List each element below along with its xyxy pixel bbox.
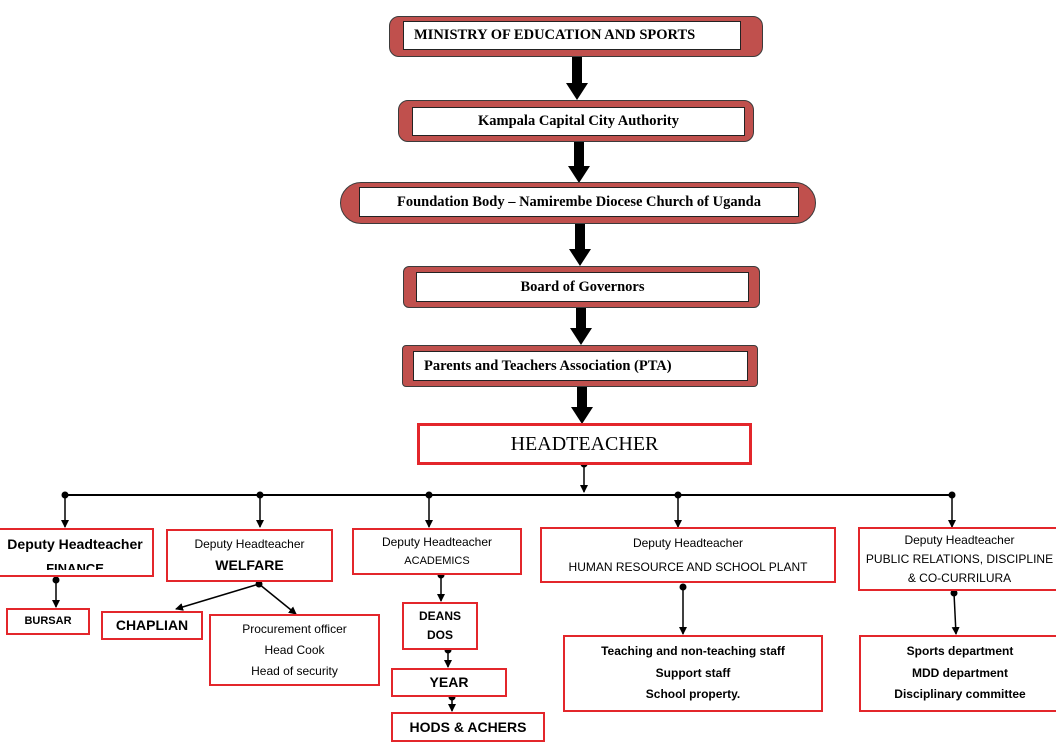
deputy-academics-dept: ACADEMICS	[404, 554, 470, 567]
welfare-staff-cook: Head Cook	[264, 642, 325, 657]
deputy-welfare-title: Deputy Headteacher	[194, 536, 305, 551]
distribution-lines	[52, 464, 960, 712]
ministry-box: MINISTRY OF EDUCATION AND SPORTS	[389, 16, 763, 57]
hr-staff-support: Support staff	[655, 665, 731, 680]
bursar-box: BURSAR	[6, 608, 90, 635]
headteacher-label: HEADTEACHER	[510, 432, 659, 455]
hr-staff-teaching: Teaching and non-teaching staff	[601, 644, 785, 659]
pr-units-box: Sports department MDD department Discipl…	[859, 635, 1056, 712]
chaplain-label: CHAPLIAN	[115, 617, 189, 634]
chain-arrow-3	[569, 221, 591, 266]
pta-label: Parents and Teachers Association (PTA)	[413, 351, 748, 381]
pr-unit-sports: Sports department	[906, 644, 1014, 659]
hods-label: HODS & ACHERS	[409, 718, 527, 735]
board-of-governors-label: Board of Governors	[416, 272, 749, 302]
deans-label: DEANS	[418, 609, 461, 624]
deputy-hr-title: Deputy Headteacher	[632, 535, 744, 550]
chain-arrows	[566, 55, 593, 424]
deputy-welfare-dept: WELFARE	[215, 557, 284, 574]
ministry-label: MINISTRY OF EDUCATION AND SPORTS	[403, 21, 741, 50]
bursar-label: BURSAR	[24, 615, 72, 628]
deputy-finance-dept: FINANCE	[46, 560, 104, 570]
chain-arrow-5	[571, 383, 593, 424]
deputy-welfare-box: Deputy Headteacher WELFARE	[166, 529, 333, 582]
chain-arrow-2	[568, 138, 590, 183]
deputy-hr-dept: HUMAN RESOURCE AND SCHOOL PLANT	[568, 560, 808, 574]
deputy-pr-dept: PUBLIC RELATIONS, DISCIPLINE	[865, 552, 1054, 567]
kcca-label: Kampala Capital City Authority	[412, 107, 745, 136]
dos-label: DOS	[426, 628, 453, 642]
deputy-pr-dept-line2: & CO-CURRILURA	[907, 570, 1012, 585]
deputy-academics-box: Deputy Headteacher ACADEMICS	[352, 528, 522, 575]
deputy-academics-title: Deputy Headteacher	[381, 535, 493, 550]
foundation-body-label: Foundation Body – Namirembe Diocese Chur…	[359, 187, 799, 217]
welfare-staff-security: Head of security	[251, 663, 338, 678]
deputy-hr-box: Deputy Headteacher HUMAN RESOURCE AND SC…	[540, 527, 836, 583]
chain-arrow-1	[566, 55, 588, 100]
kcca-box: Kampala Capital City Authority	[398, 100, 754, 142]
hr-staff-box: Teaching and non-teaching staff Support …	[563, 635, 823, 712]
pta-box: Parents and Teachers Association (PTA)	[402, 345, 758, 387]
year-box: YEAR	[391, 668, 507, 697]
headteacher-box: HEADTEACHER	[417, 423, 752, 465]
deputy-finance-box: Deputy Headteacher FINANCE	[0, 528, 154, 577]
chaplain-box: CHAPLIAN	[101, 611, 203, 640]
deputy-pr-title: Deputy Headteacher	[904, 533, 1015, 548]
hods-box: HODS & ACHERS	[391, 712, 545, 742]
year-label: YEAR	[429, 674, 469, 691]
connector-dots	[52, 460, 958, 701]
pr-unit-disciplinary: Disciplinary committee	[894, 687, 1026, 702]
pr-unit-mdd: MDD department	[911, 665, 1008, 680]
welfare-staff-box: Procurement officer Head Cook Head of se…	[209, 614, 380, 686]
deans-box: DEANS DOS	[402, 602, 478, 650]
foundation-body-box: Foundation Body – Namirembe Diocese Chur…	[340, 182, 816, 224]
hr-staff-property: School property.	[645, 687, 741, 702]
board-of-governors-box: Board of Governors	[403, 266, 760, 308]
chain-arrow-4	[570, 304, 592, 345]
welfare-staff-procurement: Procurement officer	[242, 621, 347, 636]
deputy-pr-box: Deputy Headteacher PUBLIC RELATIONS, DIS…	[858, 527, 1056, 591]
deputy-finance-title: Deputy Headteacher	[7, 536, 143, 553]
